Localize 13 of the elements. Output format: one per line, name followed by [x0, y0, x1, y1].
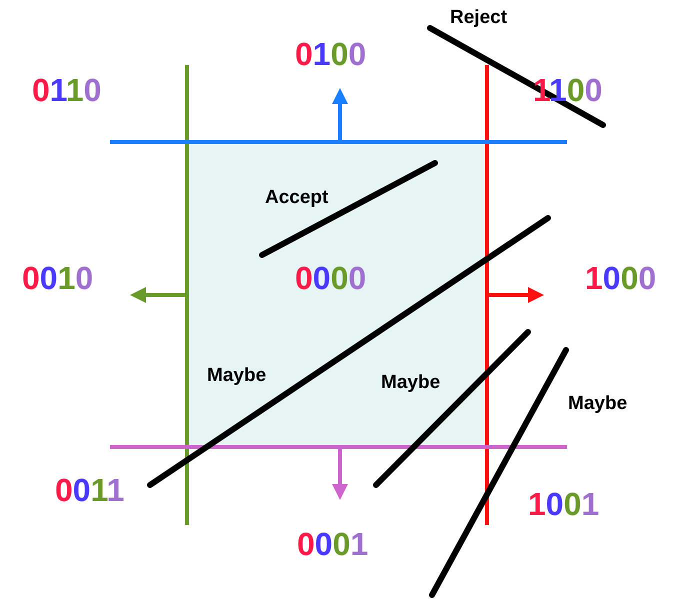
region-code: 1001 [528, 488, 600, 520]
region-code: 0110 [32, 74, 102, 106]
region-code: 0100 [295, 38, 366, 70]
region-code: 0000 [295, 262, 366, 294]
segment-label: Reject [450, 8, 508, 27]
segment-label: Maybe [207, 366, 266, 385]
region-code: 0010 [22, 262, 94, 294]
segment-label: Maybe [568, 394, 628, 413]
region-code: 0011 [55, 474, 124, 506]
segment-label: Maybe [381, 373, 440, 392]
segment-label: Accept [265, 188, 328, 207]
region-code: 1000 [585, 262, 656, 294]
region-code: 0001 [297, 528, 368, 560]
